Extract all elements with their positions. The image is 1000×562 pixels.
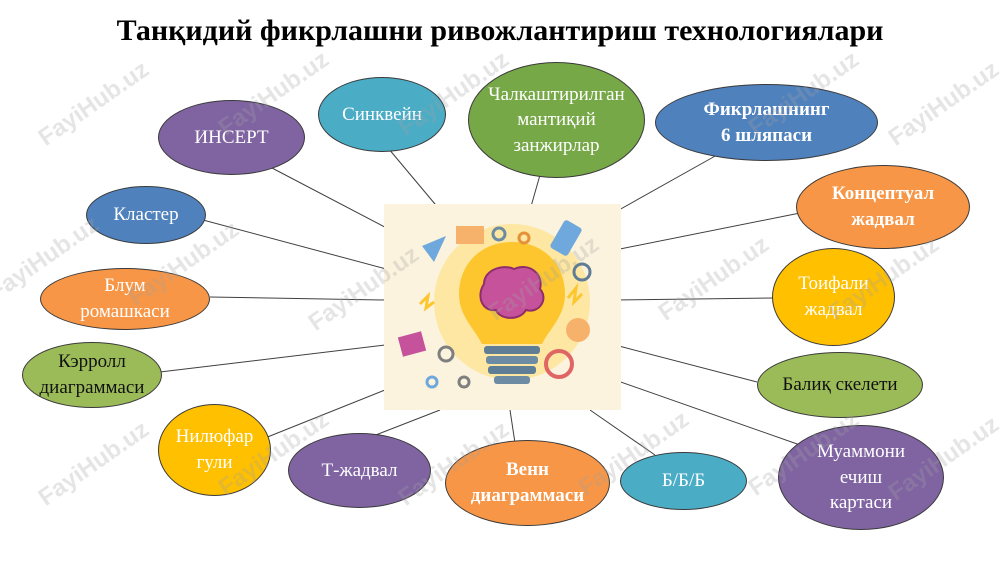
lightbulb-illustration <box>384 204 621 410</box>
node-sinkvein: Синквейн <box>318 77 446 152</box>
connector-line <box>209 296 386 301</box>
gear-icon <box>425 375 439 389</box>
connector-line <box>614 379 801 446</box>
node-muammo: Муаммони ечиш картаси <box>778 425 944 530</box>
node-baliq: Балиқ скелети <box>757 352 923 418</box>
node-blum: Блум ромашкаси <box>40 268 210 330</box>
connector-line <box>202 219 391 271</box>
gear-icon <box>457 375 471 389</box>
node-chalkash: Чалкаштирилган мантиқий занжирлар <box>468 62 645 178</box>
stopwatch-icon <box>544 349 574 379</box>
node-nilufar: Нилюфар гули <box>158 404 271 496</box>
node-toifali: Тоифали жадвал <box>772 248 895 346</box>
connector-line <box>614 212 801 251</box>
coin-icon <box>566 318 590 342</box>
spark-icon <box>418 291 435 312</box>
gear-icon <box>517 231 531 245</box>
node-konsept: Концептуал жадвал <box>796 165 970 249</box>
book-icon <box>397 331 427 357</box>
node-bbb: Б/Б/Б <box>620 452 747 510</box>
connector-line <box>589 409 656 456</box>
node-shlyapa: Фикрлашнинг 6 шляпаси <box>655 84 878 161</box>
node-klaster: Кластер <box>86 186 206 244</box>
connector-line <box>614 344 758 383</box>
node-kerroll: Кэрролл диаграммаси <box>22 342 162 408</box>
phone-icon <box>550 220 582 256</box>
node-tjadval: Т-жадвал <box>288 433 431 508</box>
spark-icon <box>566 282 584 307</box>
connector-line <box>159 344 386 373</box>
page-title: Танқидий фикрлашни ривожлантириш техноло… <box>116 14 884 47</box>
node-insert: ИНСЕРТ <box>158 100 305 175</box>
connector-line <box>509 409 516 444</box>
gear-icon <box>437 345 455 363</box>
paper-plane-icon <box>422 236 446 262</box>
envelope-icon <box>456 226 484 244</box>
connector-line <box>609 154 718 216</box>
connector-line <box>271 167 401 236</box>
connector-line <box>259 389 386 441</box>
connector-line <box>382 141 441 211</box>
node-venn: Венн диаграммаси <box>445 440 610 526</box>
connector-line <box>614 297 776 301</box>
brain-icon <box>479 266 545 319</box>
magnifier-icon <box>572 262 592 282</box>
gear-icon <box>491 226 507 242</box>
